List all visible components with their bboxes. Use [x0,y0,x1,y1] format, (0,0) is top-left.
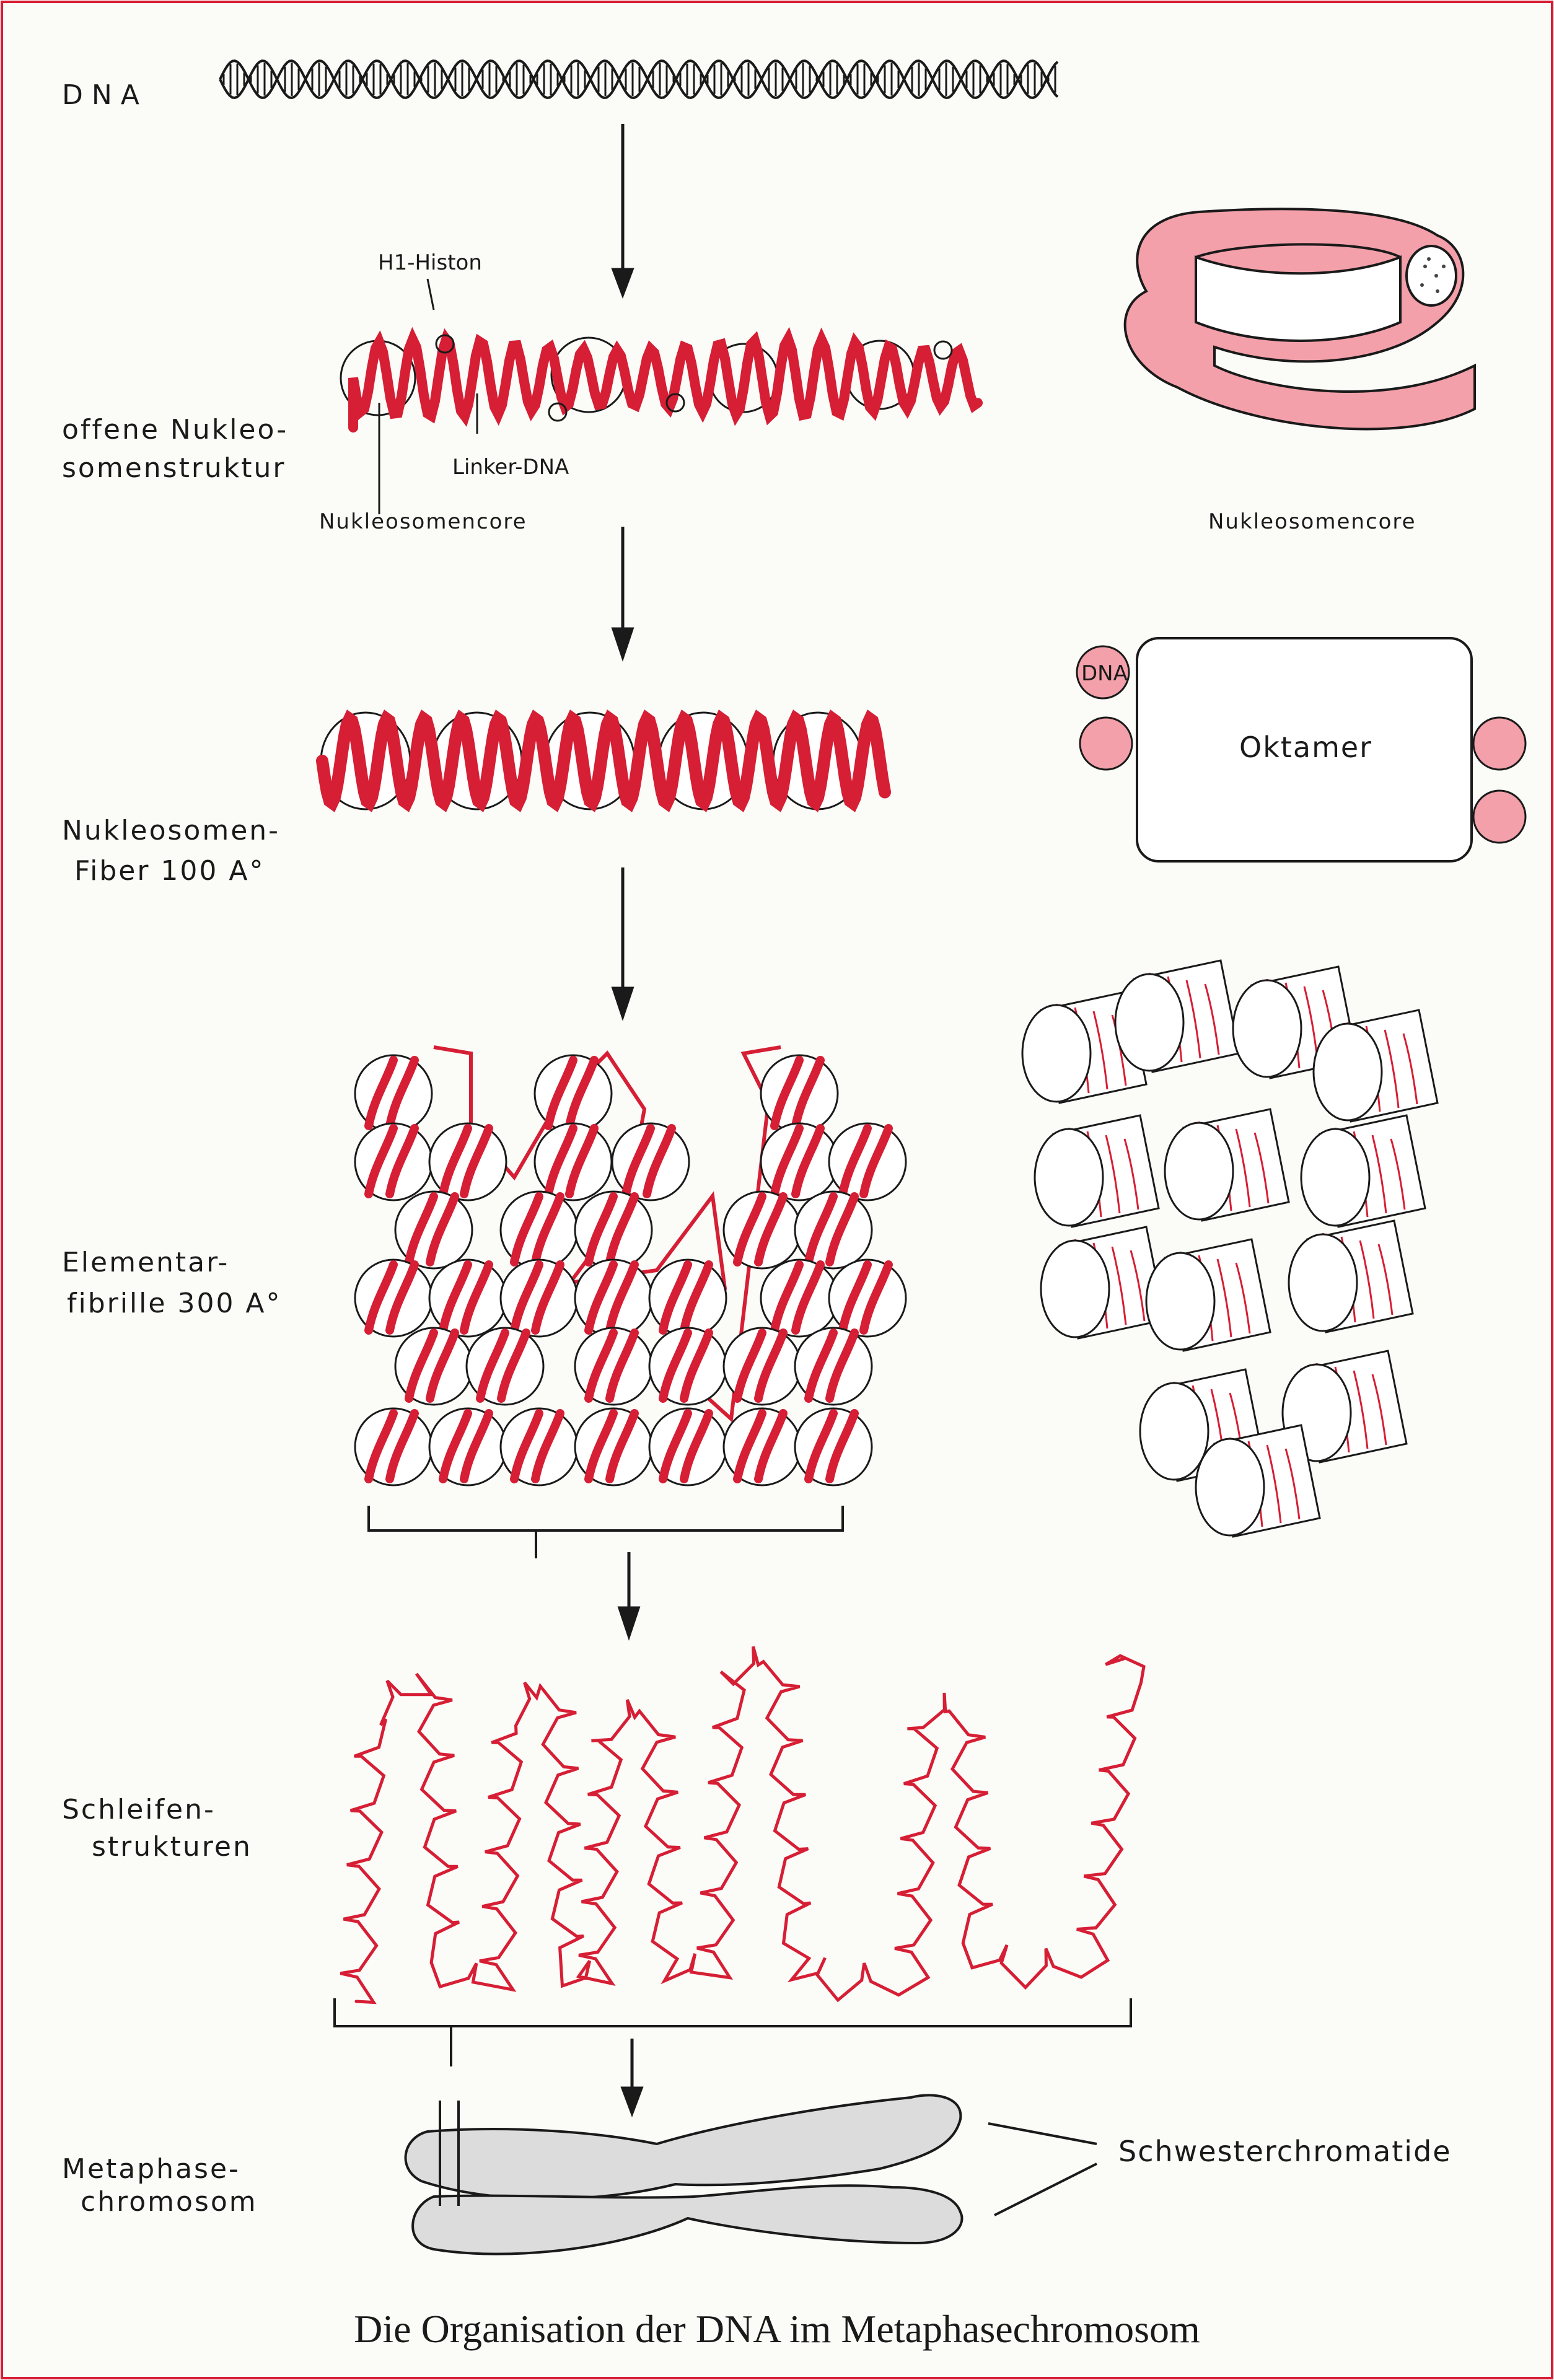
process-arrows [611,124,644,2118]
label-elementar-1: Elementar- [62,1247,229,1278]
open-nucleosome-structure [340,327,983,433]
elementary-fibril [354,1045,907,1558]
label-dna: DNA [62,79,148,111]
open-structure-leaders [378,278,478,514]
metaphase-chromosome [404,2094,1097,2255]
label-oktamer: Oktamer [1239,731,1372,764]
label-schleifen-2: strukturen [92,1831,252,1863]
solenoid-cylinder-cluster [1021,959,1439,1538]
label-fiber-1: Nukleosomen- [62,815,280,846]
label-metaphase-1: Metaphase- [62,2153,240,2185]
label-elementar-2: fibrille 300 A° [67,1288,282,1319]
label-offene-1: offene Nukleo- [62,414,288,446]
nucleosome-core-illustration [1123,208,1476,431]
label-metaphase-2: chromosom [81,2186,258,2218]
label-schleifen-1: Schleifen- [62,1794,216,1825]
octamer-diagram [1076,637,1527,863]
label-linker-dna: Linker-DNA [452,455,569,480]
label-h1-histon: H1-Histon [378,250,482,275]
label-schwesterchromatide: Schwesterchromatide [1118,2135,1452,2168]
label-dna-small: DNA [1081,661,1128,686]
nucleosome-fiber [316,709,891,812]
loop-structures [333,1646,1146,2066]
label-offene-2: somenstruktur [62,452,286,484]
label-nukleosomencore-right: Nukleosomencore [1208,509,1416,534]
figure-caption: Die Organisation der DNA im Metaphasechr… [354,2307,1200,2351]
label-nukleosomencore-left: Nukleosomencore [319,509,527,534]
dna-double-helix [219,59,1059,99]
label-fiber-2: Fiber 100 A° [74,855,265,887]
